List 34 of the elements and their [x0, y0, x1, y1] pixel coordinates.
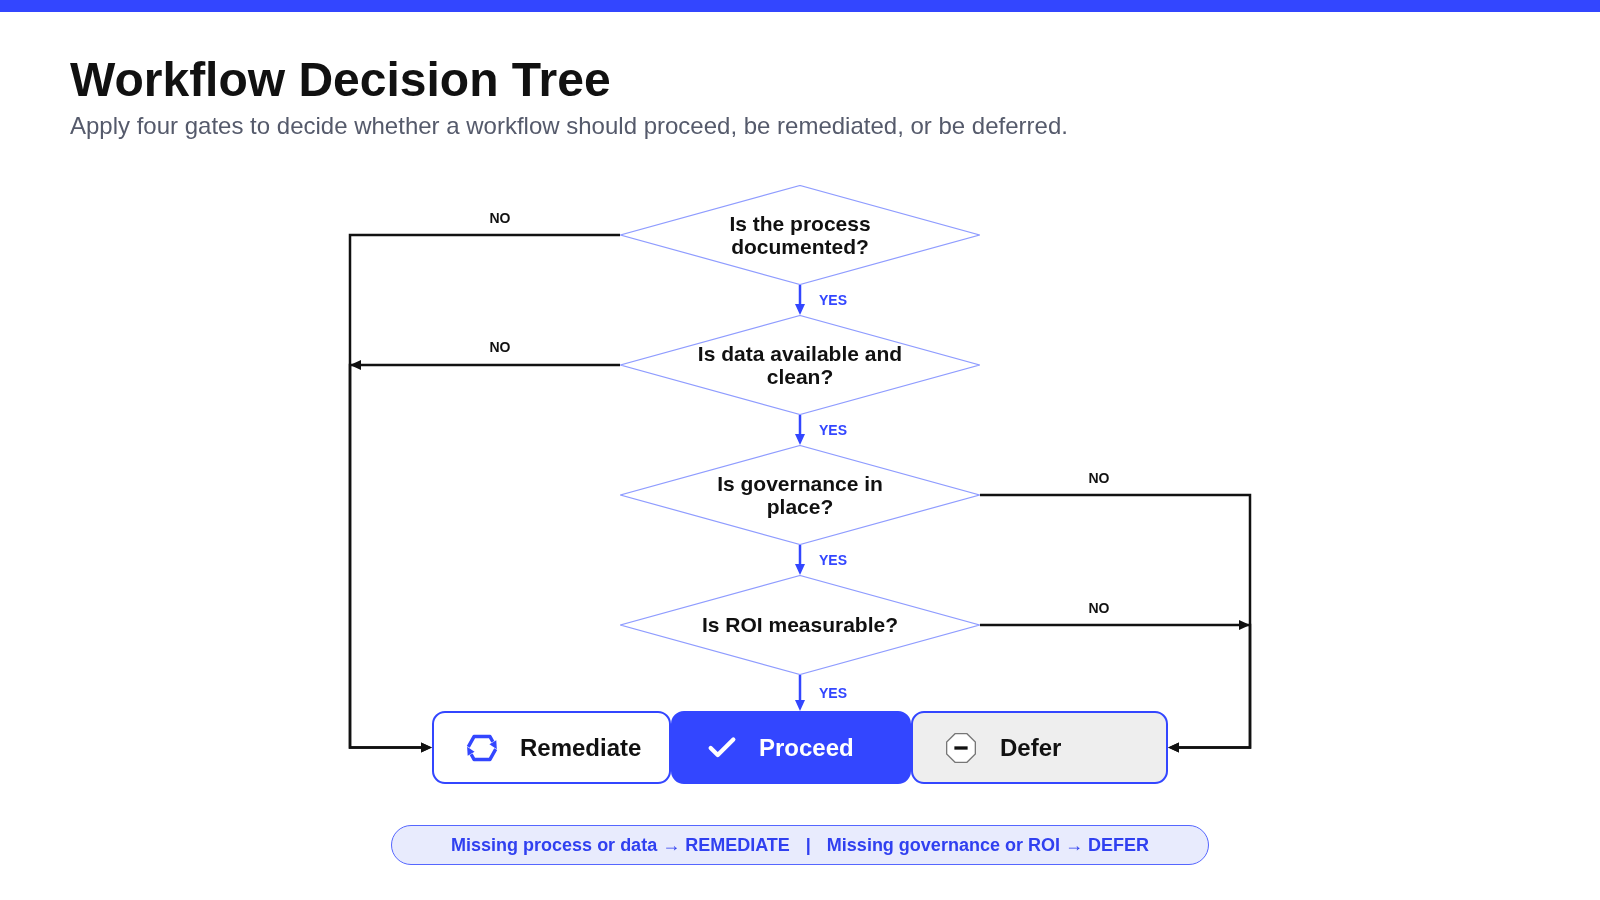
edge-label: YES: [817, 423, 849, 437]
decision-question: Is ROI measurable?: [700, 613, 900, 637]
connector-arrow: [980, 620, 1252, 753]
outcome-box: [911, 711, 1168, 784]
decision-question: Is governance in place?: [716, 471, 884, 519]
outcome-box: [432, 711, 671, 784]
edge-label: NO: [1086, 601, 1112, 615]
connector-arrow: [795, 545, 805, 575]
connector-arrow: [795, 675, 805, 711]
decision-diamond: [620, 445, 980, 545]
outcome-label: Proceed: [759, 735, 854, 760]
outcome-label: Defer: [1000, 735, 1062, 760]
connector-arrow: [795, 415, 805, 445]
subtitle: Apply four gates to decide whether a workflow should proceed, be remediated, or be deferred.: [70, 114, 1068, 138]
summary-text: Missing governance or ROI → DEFER: [826, 836, 1149, 854]
edge-label: YES: [817, 293, 849, 307]
connector-arrow: [348, 360, 620, 753]
summary-pill: [391, 825, 1209, 865]
edge-label: NO: [487, 340, 513, 354]
outcome-box: [671, 711, 911, 784]
edge-label: YES: [817, 553, 849, 567]
edge-label: NO: [487, 211, 513, 225]
page-title: Workflow Decision Tree: [70, 56, 611, 104]
connector-arrow: [795, 285, 805, 315]
decision-question: Is the process documented?: [728, 211, 872, 259]
decision-diamond: [620, 315, 980, 415]
summary-text: Missing process or data → REMEDIATE: [451, 836, 790, 854]
decision-question: Is data available and clean?: [696, 341, 904, 389]
edge-label: NO: [1086, 471, 1112, 485]
outcome-label: Remediate: [520, 735, 642, 760]
edge-label: YES: [817, 686, 849, 700]
separator: |: [805, 836, 811, 854]
decision-diamond: [620, 185, 980, 285]
decision-diamond: [620, 575, 980, 675]
